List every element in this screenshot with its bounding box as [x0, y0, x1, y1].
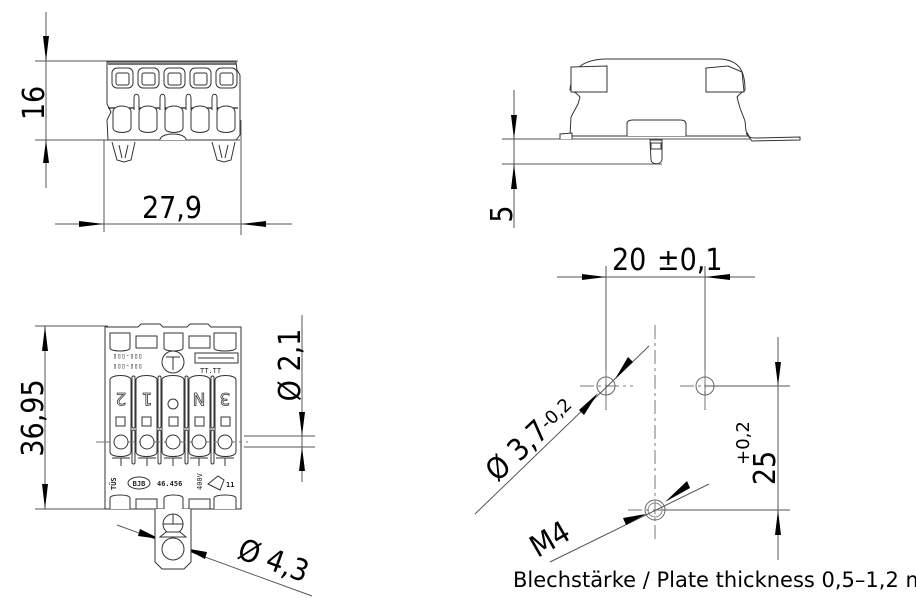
- arrow-icon: [42, 484, 48, 509]
- vertical-dim-label: 25: [748, 451, 783, 485]
- mounting-tab: [154, 509, 192, 570]
- arrow-icon: [582, 274, 606, 280]
- mount-hole-dim-label: Ø 4,3: [233, 532, 313, 590]
- arrow-icon: [241, 221, 266, 227]
- spacing-dim-label: 20: [612, 243, 646, 278]
- arrow-icon: [42, 326, 48, 351]
- strip-length-label: TT.TT: [200, 367, 222, 375]
- cert-mark-icon: [207, 475, 225, 491]
- width-dim-label: 27,9: [142, 191, 202, 226]
- arrow-icon: [623, 514, 646, 525]
- marking-voltage: 400V: [196, 472, 204, 490]
- height-dim-label: 16: [17, 86, 52, 120]
- terminal-label: N: [193, 388, 206, 408]
- arrow-icon: [79, 221, 104, 227]
- arrow-icon: [775, 362, 781, 386]
- connector-side-outline: [559, 58, 801, 165]
- terminal-screw-hole: [165, 434, 181, 450]
- marking-part-number: 46.456: [157, 480, 182, 488]
- arrow-icon: [43, 36, 49, 61]
- terminal-label: 3: [220, 388, 231, 408]
- hole-pattern-view: 20 ±0,1 25 +0,2 Ø 3,7 -0,2 M4 B: [474, 243, 916, 592]
- terminal-label: 2: [116, 388, 127, 408]
- arrow-icon: [775, 510, 781, 535]
- marking-brand: BJB: [133, 480, 146, 488]
- top-view: 16 27,9: [17, 12, 292, 235]
- center-hole: [167, 398, 179, 410]
- arrow-icon: [579, 393, 598, 415]
- side-view: 5: [485, 58, 801, 228]
- wire-range-label: ▯▯▯-▯▯▯: [113, 362, 143, 370]
- arrow-icon: [299, 447, 305, 471]
- snap-clip-right: [211, 141, 236, 163]
- terminal-screw-hole: [191, 434, 207, 450]
- front-view: 36,95 Ø 2,1 Ø 4,3: [16, 315, 315, 597]
- terminal-label: 1: [142, 388, 153, 408]
- terminal-screw-hole: [139, 434, 155, 450]
- arrow-icon: [511, 164, 517, 189]
- mount-hole: [161, 537, 185, 561]
- connector-front-outline: ▯▯▯-▯▯▯ ▯▯▯-▯▯▯ TT.TT: [96, 323, 248, 510]
- arrow-icon: [665, 481, 690, 502]
- mounting-hole-left: [596, 376, 616, 396]
- plate-thickness-note: Blechstärke / Plate thickness 0,5–1,2 mm: [513, 568, 916, 592]
- vertical-tol-label: +0,2: [733, 421, 754, 465]
- screw-hole-dim-label: Ø 2,1: [273, 329, 308, 402]
- wire-range-label: ▯▯▯-▯▯▯: [113, 352, 143, 360]
- snap-clip-left: [111, 141, 136, 163]
- threaded-hole-inner: [647, 502, 663, 518]
- marking-tus: TÜS: [109, 477, 118, 490]
- spacing-tol-label: ±0,1: [657, 243, 723, 278]
- arrow-icon: [299, 412, 305, 436]
- terminal-screw-hole: [217, 434, 233, 450]
- arrow-icon: [511, 115, 517, 139]
- arrow-icon: [615, 357, 633, 379]
- brand-logo: [127, 476, 151, 490]
- arrow-icon: [43, 140, 49, 163]
- terminal-screw-hole: [113, 434, 129, 450]
- clip-depth-dim-label: 5: [485, 205, 520, 222]
- connector-top-outline: [106, 61, 241, 141]
- marking-cert-number: 11: [226, 481, 234, 489]
- arrow-icon: [705, 274, 730, 280]
- thread-label: M4: [524, 515, 577, 566]
- height-dim-label: 36,95: [16, 379, 51, 456]
